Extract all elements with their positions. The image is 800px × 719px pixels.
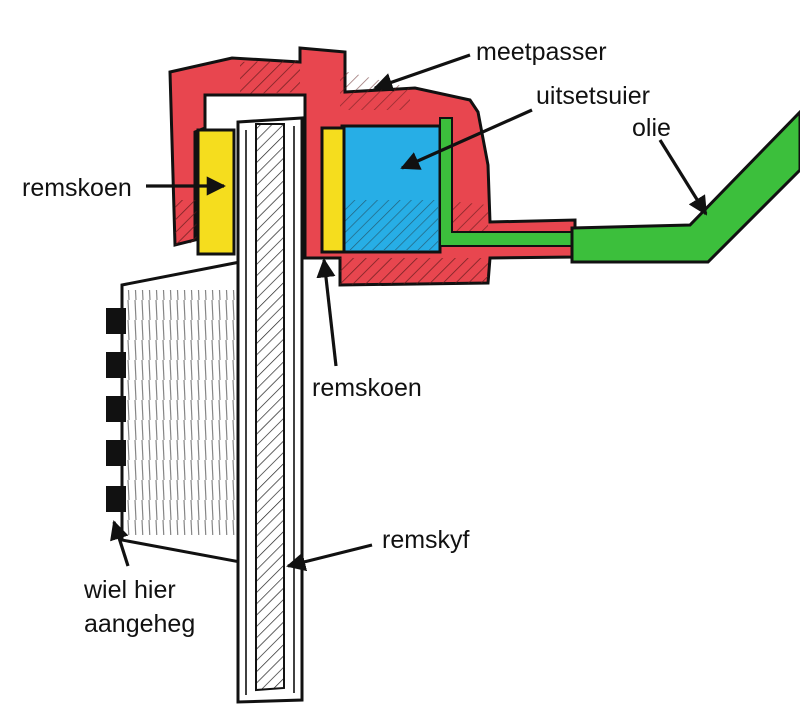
hub-stud xyxy=(106,440,126,466)
hub-stud xyxy=(106,308,126,334)
label-pad-right: remskoen xyxy=(312,374,422,402)
wheel-hub xyxy=(106,260,242,564)
hub-stud xyxy=(106,352,126,378)
label-pad-left: remskoen xyxy=(22,174,132,202)
oil-line xyxy=(439,109,800,264)
piston-arrow xyxy=(400,108,533,170)
wheel-arrow xyxy=(110,520,130,567)
oil-arrow xyxy=(658,139,708,216)
brake-disc xyxy=(236,116,304,704)
brake-pad-left xyxy=(196,128,236,256)
label-caliper: meetpasser xyxy=(476,38,607,66)
hub-stud xyxy=(106,486,126,512)
brake-pad-right xyxy=(320,126,346,254)
hub-stud xyxy=(106,396,126,422)
label-disc: remskyf xyxy=(382,526,470,554)
label-wheel-line2: aangeheg xyxy=(84,610,195,638)
disc-arrow xyxy=(286,543,373,572)
label-wheel-line1: wiel hier xyxy=(83,576,176,604)
label-oil: olie xyxy=(632,114,671,142)
pad-right-arrow xyxy=(316,258,338,367)
label-piston: uitsetsuier xyxy=(536,82,650,110)
leader-arrows xyxy=(110,53,708,572)
caliper-arrow xyxy=(373,53,471,92)
